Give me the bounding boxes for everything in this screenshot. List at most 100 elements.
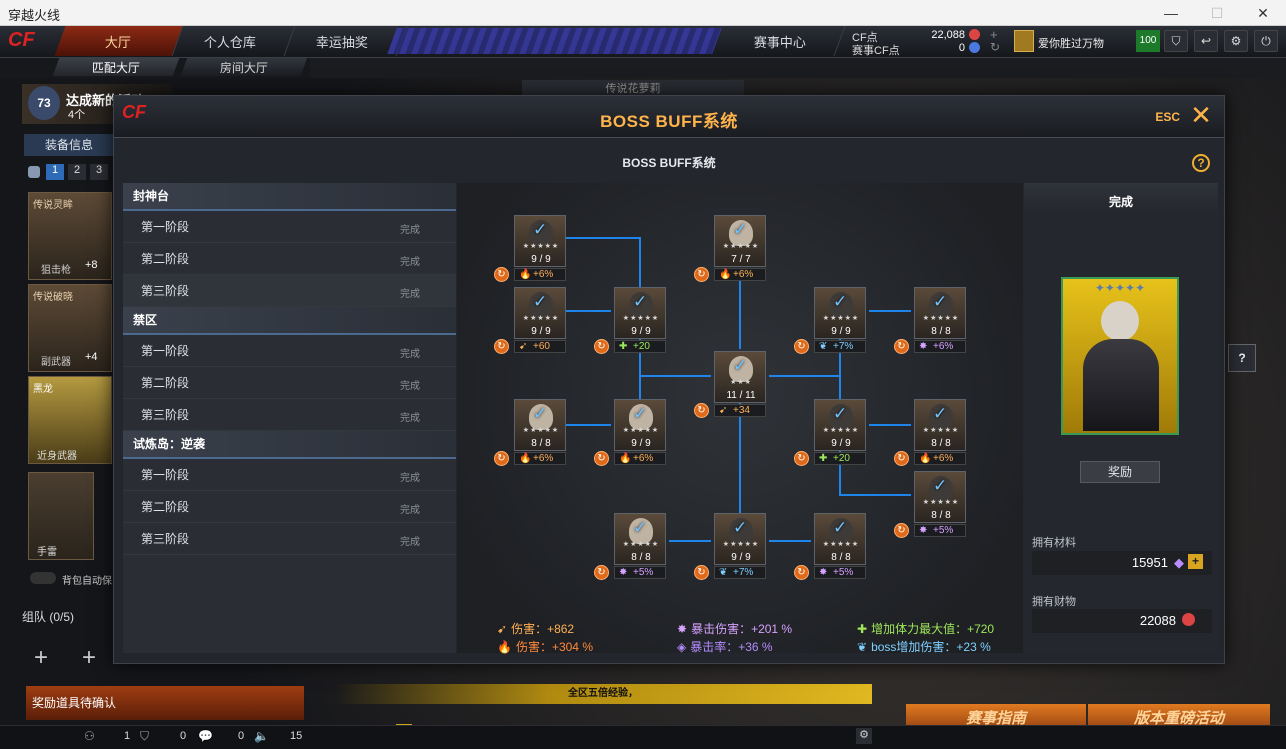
slot-tab-2[interactable]: 2: [68, 164, 86, 180]
refresh-icon[interactable]: ↻: [494, 451, 509, 466]
weapon-card-melee[interactable]: 黑龙 近身武器: [28, 376, 112, 464]
stage-row[interactable]: 第三阶段 完成: [123, 275, 456, 307]
cf-points-value: 22,088: [931, 29, 965, 41]
stage-row[interactable]: 第一阶段 完成: [123, 459, 456, 491]
status-count: 15: [290, 730, 303, 742]
slot-tab-3[interactable]: 3: [90, 164, 108, 180]
refresh-icon[interactable]: ↻: [594, 451, 609, 466]
refresh-icon[interactable]: ↻: [794, 451, 809, 466]
refresh-icon[interactable]: ↻: [894, 339, 909, 354]
node-level: 8 / 8: [631, 552, 651, 563]
grenade-label: 手雷: [37, 547, 57, 558]
buff-node[interactable]: ✓ ★★★★★ 8 / 8: [814, 513, 866, 565]
stage-row[interactable]: 第一阶段 完成: [123, 335, 456, 367]
close-window-button[interactable]: ✕: [1257, 4, 1269, 21]
weapon-card-sniper[interactable]: 传说灵眸 狙击枪 +8: [28, 192, 112, 280]
buff-node[interactable]: ✓ ★★★★★ 9 / 9: [614, 399, 666, 451]
stage-row[interactable]: 第二阶段 完成: [123, 491, 456, 523]
bullet-icon: ➹: [719, 405, 728, 416]
check-icon: ✓: [633, 292, 648, 311]
equip-info-tab[interactable]: 装备信息: [24, 134, 114, 156]
buff-node[interactable]: ✓ ★★★★★ 9 / 9: [614, 287, 666, 339]
buff-node[interactable]: ✓ ★★★★★ 9 / 9: [514, 215, 566, 267]
stage-status: 完成: [400, 349, 420, 360]
help-icon[interactable]: ?: [1192, 154, 1210, 172]
category-header[interactable]: 封神台: [123, 183, 456, 211]
tab-warehouse[interactable]: 个人仓库: [166, 26, 296, 56]
add-cf-icon[interactable]: +: [990, 27, 998, 42]
character-reward-card[interactable]: ✦✦✦✦✦: [1061, 277, 1179, 435]
stage-row[interactable]: 第二阶段 完成: [123, 367, 456, 399]
buff-node[interactable]: ✓ ★★★★★ 9 / 9: [814, 287, 866, 339]
buff-node[interactable]: ✓ ★★★★★ 9 / 9: [514, 287, 566, 339]
tab-match-center[interactable]: 赛事中心: [716, 26, 846, 56]
player-avatar[interactable]: [1014, 30, 1034, 52]
boss-portrait: [729, 518, 753, 544]
stage-row[interactable]: 第二阶段 完成: [123, 243, 456, 275]
gear-icon[interactable]: ⚙: [1224, 30, 1248, 52]
esc-label: ESC: [1155, 110, 1180, 124]
buff-node[interactable]: ✓ ★★★★★ 8 / 8: [914, 287, 966, 339]
refresh-icon[interactable]: ↻: [894, 451, 909, 466]
buff-value: +20: [833, 453, 850, 464]
buff-node[interactable]: ✓ ★★★★★ 9 / 9: [814, 399, 866, 451]
refresh-icon[interactable]: ↻: [594, 565, 609, 580]
category-header[interactable]: 试炼岛：逆袭: [123, 431, 456, 459]
speaker-icon[interactable]: 🔈: [254, 729, 269, 743]
tab-lobby[interactable]: 大厅: [54, 26, 184, 56]
buff-node[interactable]: ✓ ★★★★★ 8 / 8: [614, 513, 666, 565]
buff-node[interactable]: ✓ ★★★ 11 / 11: [714, 351, 766, 403]
minimize-button[interactable]: —: [1164, 5, 1178, 21]
top-nav: CF 大厅 个人仓库 幸运抽奖 赛事中心 CF点 赛事CF点 22,088 0 …: [0, 26, 1286, 58]
center-tab[interactable]: 传说花萝莉: [522, 80, 744, 98]
back-icon[interactable]: ↩: [1194, 30, 1218, 52]
help-side-icon[interactable]: ?: [1228, 344, 1256, 372]
buff-node[interactable]: ✓ ★★★★★ 7 / 7: [714, 215, 766, 267]
close-icon[interactable]: ✕: [1190, 100, 1212, 130]
stage-status: 完成: [400, 381, 420, 392]
boss-buff-modal: CF BOSS BUFF系统 ESC ✕ BOSS BUFF系统 ? 封神台 第…: [113, 95, 1225, 664]
total-crit-damage: ✸暴击伤害：+201 %: [677, 620, 792, 637]
buff-node[interactable]: ✓ ★★★★★ 9 / 9: [714, 513, 766, 565]
refresh-icon[interactable]: ↻: [694, 403, 709, 418]
buff-value: +6%: [633, 453, 654, 464]
refresh-icon[interactable]: ↻: [694, 565, 709, 580]
refresh-icon[interactable]: ↻: [794, 565, 809, 580]
check-icon: ✓: [633, 404, 648, 423]
stage-row[interactable]: 第一阶段 完成: [123, 211, 456, 243]
refresh-icon[interactable]: ↻: [794, 339, 809, 354]
power-icon[interactable]: ⏻: [1254, 30, 1278, 52]
boss-portrait: [729, 220, 753, 246]
grenade-card[interactable]: 手雷: [28, 472, 94, 560]
node-level: 8 / 8: [931, 438, 951, 449]
category-header[interactable]: 禁区: [123, 307, 456, 335]
add-member-icon[interactable]: +: [82, 644, 97, 671]
tab-match-lobby[interactable]: 匹配大厅: [52, 58, 180, 76]
auto-save-toggle[interactable]: [30, 572, 56, 584]
weapon-card-pistol[interactable]: 传说破晓 副武器 +4: [28, 284, 112, 372]
slot-tab-1[interactable]: 1: [46, 164, 64, 180]
boss-portrait: [529, 292, 553, 318]
tab-room-lobby[interactable]: 房间大厅: [180, 58, 308, 76]
settings-small-icon[interactable]: ⚙: [856, 728, 872, 744]
shield-icon[interactable]: ⛉: [1164, 30, 1188, 52]
add-material-button[interactable]: +: [1188, 554, 1203, 569]
wings-icon: ❦: [719, 567, 728, 578]
check-icon: ✓: [933, 404, 948, 423]
buff-node[interactable]: ✓ ★★★★★ 8 / 8: [914, 399, 966, 451]
stage-row[interactable]: 第三阶段 完成: [123, 399, 456, 431]
refresh-icon[interactable]: ↻: [594, 339, 609, 354]
reward-confirm-bar[interactable]: 奖励道具待确认: [26, 686, 304, 720]
buff-node[interactable]: ✓ ★★★★★ 8 / 8: [514, 399, 566, 451]
claim-reward-button[interactable]: 奖励: [1080, 461, 1160, 483]
refresh-icon[interactable]: ↻: [990, 40, 1001, 54]
stage-row[interactable]: 第三阶段 完成: [123, 523, 456, 555]
buff-node[interactable]: ✓ ★★★★★ 8 / 8: [914, 471, 966, 523]
refresh-icon[interactable]: ↻: [894, 523, 909, 538]
refresh-icon[interactable]: ↻: [494, 267, 509, 282]
maximize-button[interactable]: ☐: [1210, 4, 1224, 21]
add-member-icon[interactable]: +: [34, 644, 49, 671]
refresh-icon[interactable]: ↻: [494, 339, 509, 354]
refresh-icon[interactable]: ↻: [694, 267, 709, 282]
stage-status: 完成: [400, 289, 420, 300]
